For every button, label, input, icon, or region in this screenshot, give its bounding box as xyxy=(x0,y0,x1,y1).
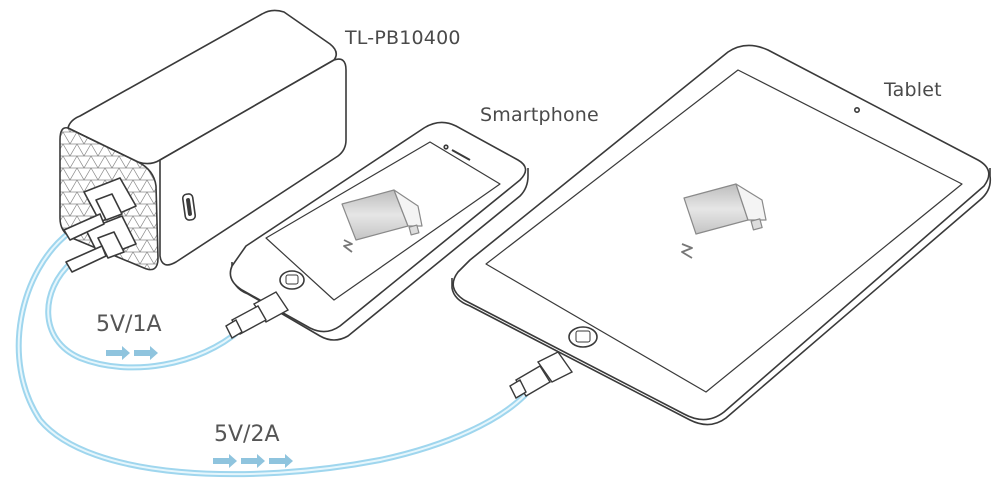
smartphone-battery-icon xyxy=(341,189,423,241)
smartphone-charge-icon xyxy=(343,239,353,253)
tablet-charge-icon xyxy=(681,243,693,259)
cable-to-smartphone xyxy=(45,259,243,371)
smartphone-label: Smartphone xyxy=(480,104,599,126)
tablet-battery-icon xyxy=(683,183,767,235)
cable-to-tablet xyxy=(15,229,528,478)
tablet-label: Tablet xyxy=(884,79,942,101)
tablet-rate-label: 5V/2A xyxy=(214,422,280,447)
flow-arrow-icon xyxy=(106,346,293,468)
phone-rate-label: 5V/1A xyxy=(96,312,162,337)
smartphone xyxy=(229,121,529,341)
tablet-connector xyxy=(509,351,574,399)
smartphone-connector xyxy=(225,291,290,339)
tablet xyxy=(451,44,992,426)
powerbank-label: TL-PB10400 xyxy=(345,27,461,49)
power-bank xyxy=(59,9,347,273)
